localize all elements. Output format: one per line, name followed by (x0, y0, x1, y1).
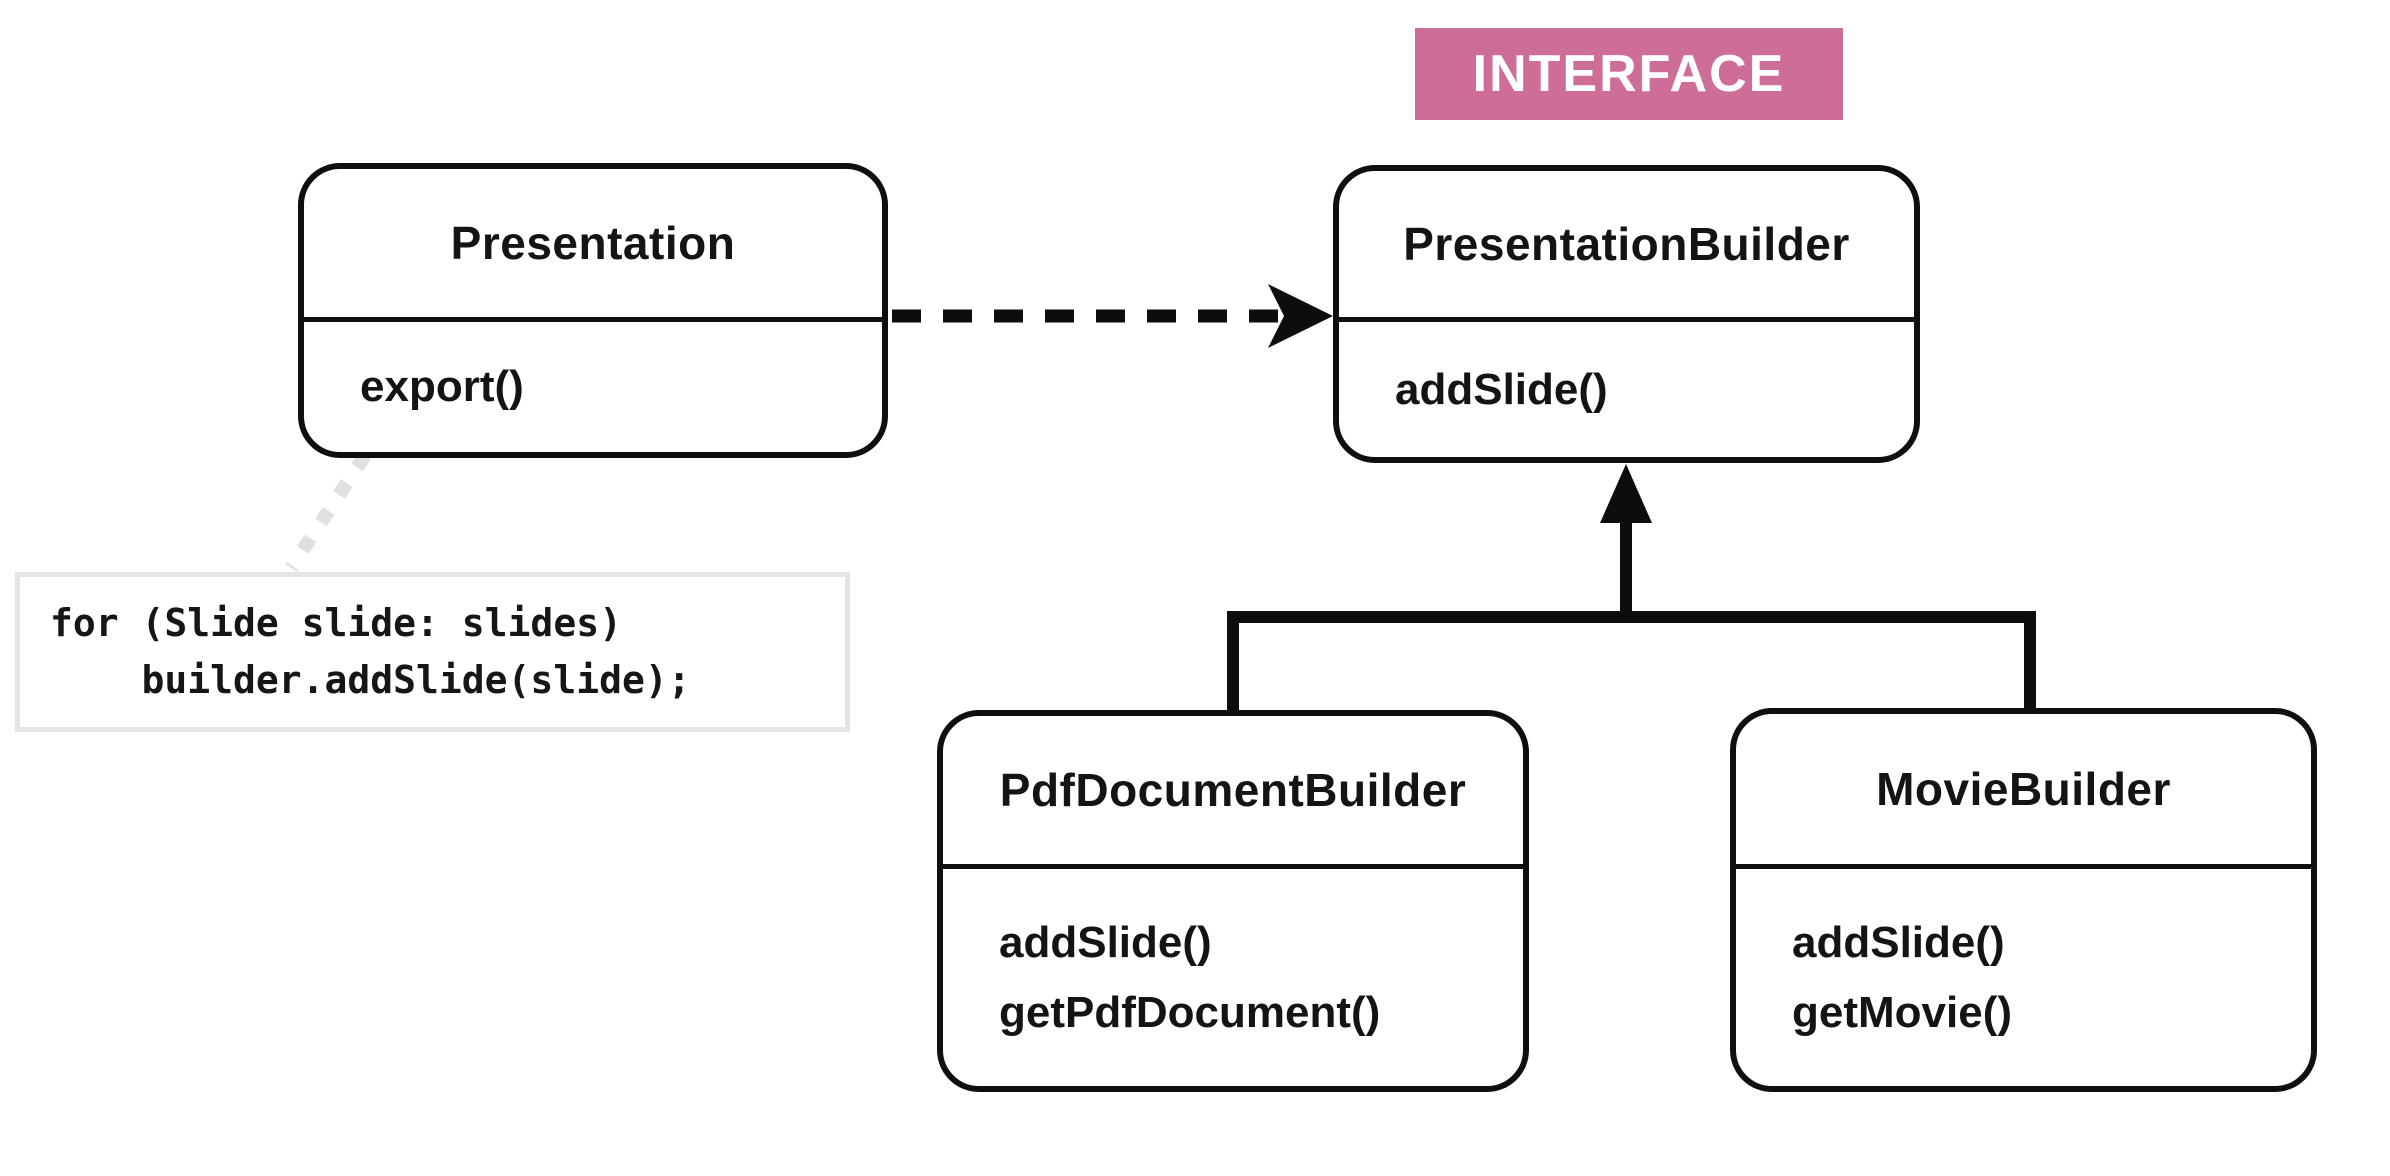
class-presentation-methods: export() (304, 322, 882, 452)
class-movie-builder-title: MovieBuilder (1736, 714, 2311, 869)
class-movie-builder: MovieBuilder addSlide() getMovie() (1730, 708, 2317, 1092)
interface-badge: INTERFACE (1415, 28, 1843, 120)
code-note: for (Slide slide: slides) builder.addSli… (15, 572, 850, 732)
method-add-slide: addSlide() (999, 917, 1212, 967)
code-line-1: for (Slide slide: slides) (50, 601, 622, 645)
method-add-slide: addSlide() (1395, 364, 1608, 414)
class-presentation: Presentation export() (298, 163, 888, 458)
class-pdf-document-builder: PdfDocumentBuilder addSlide() getPdfDocu… (937, 710, 1529, 1092)
class-presentation-builder-title: PresentationBuilder (1339, 171, 1914, 322)
method-get-movie: getMovie() (1792, 987, 2012, 1037)
class-movie-builder-methods: addSlide() getMovie() (1736, 869, 2311, 1086)
note-connector-dotted-line (285, 424, 389, 572)
method-export: export() (360, 362, 524, 411)
realization-arrowhead-icon (1600, 464, 1652, 523)
dependency-arrowhead-icon (1268, 284, 1333, 348)
class-pdf-document-builder-title: PdfDocumentBuilder (943, 716, 1523, 869)
class-presentation-builder-methods: addSlide() (1339, 322, 1914, 457)
class-pdf-document-builder-methods: addSlide() getPdfDocument() (943, 869, 1523, 1086)
method-add-slide: addSlide() (1792, 917, 2005, 967)
class-presentation-title: Presentation (304, 169, 882, 322)
interface-badge-label: INTERFACE (1472, 45, 1786, 103)
realization-tree-lines (1227, 520, 2036, 712)
code-line-2: builder.addSlide(slide); (50, 658, 691, 702)
method-get-pdf-document: getPdfDocument() (999, 987, 1381, 1037)
class-presentation-builder: PresentationBuilder addSlide() (1333, 165, 1920, 463)
